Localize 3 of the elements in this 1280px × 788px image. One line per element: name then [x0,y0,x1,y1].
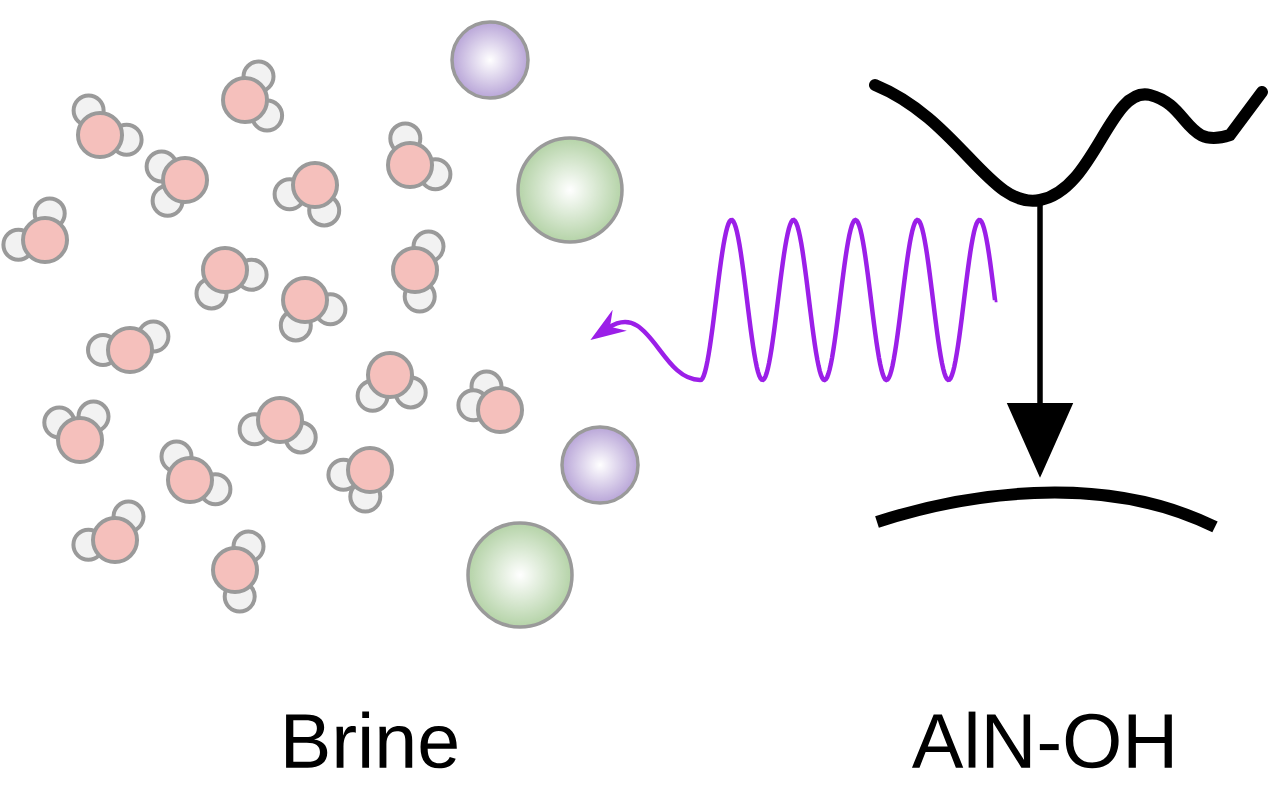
text-label: AlN-OH [912,711,1172,769]
surface-drawing [869,79,1268,533]
brine-drawing [1,20,640,629]
